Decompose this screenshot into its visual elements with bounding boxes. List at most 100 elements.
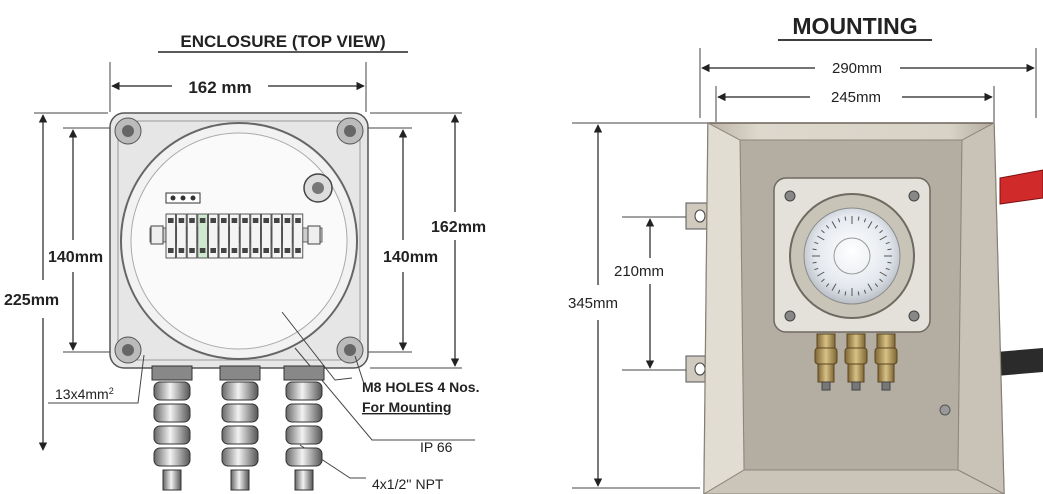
dial-tick (831, 221, 837, 229)
brass-nut (846, 333, 866, 349)
dial-inner-ring (833, 237, 871, 275)
terminal-screw-top (178, 218, 185, 223)
dial-tick (887, 261, 892, 264)
dial-tick (857, 216, 860, 221)
dial-tick (867, 283, 873, 291)
holes-callout-line2: For Mounting (362, 399, 451, 415)
dial-tick (879, 271, 887, 277)
gland-nut (283, 365, 325, 381)
terminal-13 (292, 213, 304, 259)
rail-end-left (150, 225, 164, 245)
earth-stud-center (312, 182, 324, 194)
dial-tick (874, 283, 879, 287)
gland-nut (219, 365, 261, 381)
brass-body (814, 347, 838, 365)
brass-nut (876, 333, 896, 349)
red-strap (999, 169, 1043, 205)
dial-tick (844, 216, 847, 221)
corner-boss-br (336, 336, 364, 364)
w290-label: 290mm (832, 60, 882, 77)
npt-callout-label: 4x1/2'' NPT (372, 476, 444, 492)
corner-boss-tr (336, 117, 364, 145)
terminal-screw-top (274, 218, 280, 223)
terminal-3 (186, 213, 198, 259)
terminal-screw-top (168, 218, 174, 223)
dial-tick (812, 248, 817, 251)
corner-boss-tl (114, 117, 142, 145)
dial-tick (821, 229, 825, 234)
terminal-screw-bottom (231, 248, 238, 253)
terminal-4 (197, 213, 208, 259)
gland-ring (221, 403, 259, 423)
brass-cable (851, 381, 861, 391)
gland-ring (153, 381, 191, 401)
terminal-11 (271, 213, 283, 259)
wire-callout-label: 13x4mm2 (55, 386, 114, 402)
inner-left-height-label: 140mm (48, 249, 103, 266)
gland-ring (153, 447, 191, 467)
terminal-9 (250, 213, 261, 259)
dial-tick (825, 283, 830, 287)
canopy-left-side (703, 122, 745, 494)
gland-nut (151, 365, 193, 381)
terminal-screw-top (221, 218, 227, 223)
terminal-screw-bottom (178, 248, 185, 253)
dial-tick (885, 267, 890, 271)
brass-cable (821, 381, 831, 391)
brass-cap (847, 363, 865, 383)
rail-end-right (307, 225, 321, 245)
brass-cap (877, 363, 895, 383)
instrument-dial-face (803, 207, 901, 305)
dial-tick (887, 248, 892, 251)
cable-gland-3 (283, 365, 325, 491)
dial-tick (821, 278, 825, 283)
dial-tick (825, 225, 830, 229)
gland-ring (153, 403, 191, 423)
terminal-screw-bottom (210, 248, 216, 253)
terminal-12 (282, 213, 293, 259)
terminal-screw-top (199, 218, 206, 223)
brass-nut (816, 333, 836, 349)
brass-body (874, 347, 898, 365)
width-dim-label: 162 mm (188, 78, 251, 97)
terminal-5 (207, 213, 219, 259)
h345-label: 345mm (568, 295, 618, 312)
ip-callout-label: IP 66 (420, 439, 453, 455)
dial-tick (817, 235, 825, 241)
dial-tick (857, 291, 860, 296)
gland-cable (294, 469, 314, 491)
gland-ring (221, 425, 259, 445)
dial-tick (837, 218, 841, 223)
terminal-screw-bottom (284, 248, 291, 253)
gland-cable (162, 469, 182, 491)
gland-ring (285, 447, 323, 467)
dial-tick (844, 291, 847, 296)
terminal-screw-top (242, 218, 248, 223)
gland-ring (153, 425, 191, 445)
gland-ring (221, 447, 259, 467)
dial-tick (817, 271, 825, 277)
terminal-2 (176, 213, 187, 259)
terminal-screw-top (263, 218, 269, 223)
wire-callout-leader (48, 354, 145, 404)
brass-gland-2 (844, 333, 868, 391)
dial-tick (837, 289, 841, 294)
terminal-screw-top (231, 218, 238, 223)
terminal-screw-bottom (295, 248, 301, 253)
gland-ring (285, 425, 323, 445)
canopy-right-side (957, 122, 1005, 494)
rear-bracket-bar (996, 348, 1043, 376)
dial-tick (831, 283, 837, 291)
terminal-screw-bottom (242, 248, 248, 253)
canopy-bottom-lip (703, 469, 1005, 494)
cable-gland-2 (219, 365, 261, 491)
dial-markings (812, 216, 892, 296)
brass-body (844, 347, 868, 365)
cable-glands (151, 365, 325, 491)
terminal-screw-top (252, 218, 259, 223)
brass-cable (881, 381, 891, 391)
inner-right-height-label: 140mm (383, 249, 438, 266)
holes-callout-leader (281, 311, 353, 381)
dial-tick (814, 267, 819, 271)
